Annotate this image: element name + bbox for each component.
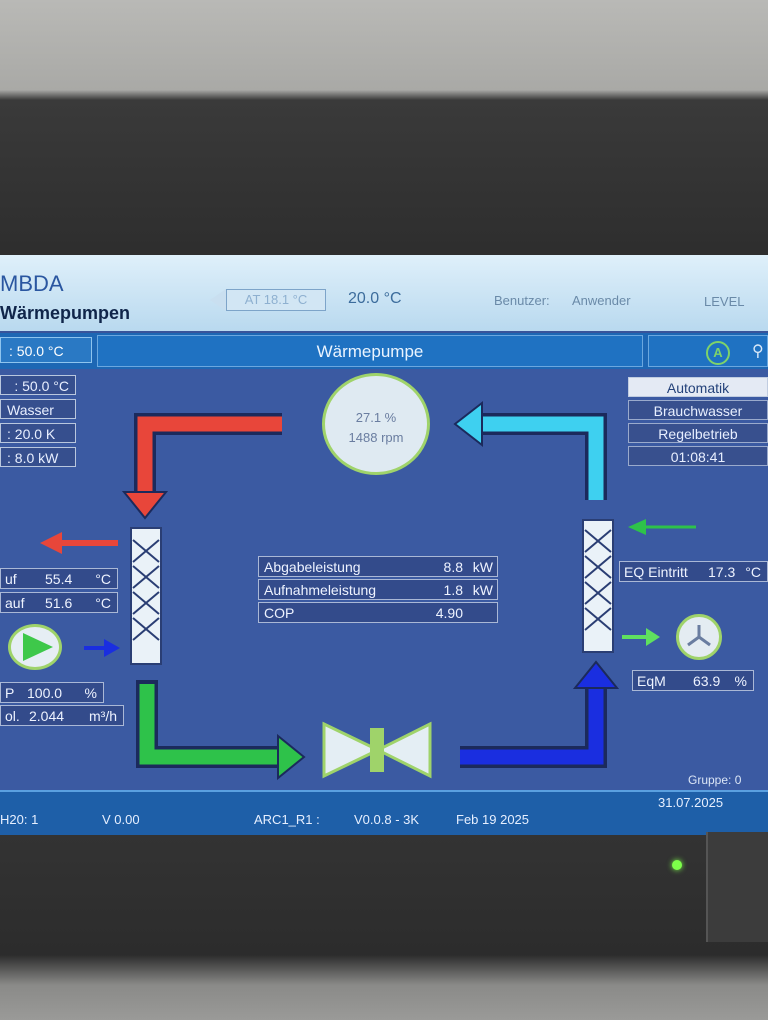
heat-out-arrow-head (40, 532, 62, 554)
row-value: 63.9 (693, 673, 721, 689)
row-unit: °C (95, 571, 111, 587)
fan-icon[interactable] (676, 614, 722, 660)
row-unit: m³/h (89, 708, 117, 724)
back-arrow-icon[interactable] (210, 289, 226, 311)
condenser-icon (130, 527, 162, 665)
suction-arrow-head (453, 400, 483, 448)
eq-inlet-row: EQ Eintritt 17.3 °C (619, 561, 768, 582)
expansion-valve-icon-right (374, 721, 432, 779)
outdoor-temp-box: AT 18.1 °C (226, 289, 326, 311)
footer-h20: H20: 1 (0, 812, 39, 827)
hot-gas-pipe (134, 413, 282, 492)
auto-mode-icon[interactable]: A (706, 341, 730, 365)
room-temperature: 20.0 °C (348, 290, 402, 307)
evaporator-icon (582, 519, 614, 653)
compressor-rpm: 1488 rpm (348, 430, 404, 445)
runtime-clock: 01:08:41 (628, 446, 768, 466)
row-value: 2.044 (29, 708, 65, 724)
row-value: 55.4 (45, 571, 73, 587)
hot-arrow-head (121, 491, 169, 520)
fan-blades-icon (687, 625, 711, 647)
row-value: 4.90 (435, 605, 463, 621)
page-title: Wärmepumpe (97, 335, 643, 367)
row-value: 51.6 (45, 595, 73, 611)
row-label: EqM (637, 673, 666, 689)
table-row: Aufnahmeleistung 1.8 kW (258, 579, 498, 600)
eqm-row: EqM 63.9 % (632, 670, 754, 691)
row-label: EQ Eintritt (624, 564, 688, 580)
evaporator-in-pipe (460, 688, 607, 768)
expansion-valve-icon (322, 721, 382, 779)
row-value: 17.3 (708, 564, 736, 580)
brand-logo: MBDA (0, 271, 64, 296)
left-status-row: Wasser (0, 399, 76, 419)
suction-pipe (482, 413, 607, 500)
device-bezel-top (0, 0, 768, 255)
source-out-arrow-head (646, 628, 660, 646)
row-value: 100.0 (27, 685, 63, 701)
compressor-icon[interactable]: 27.1 % 1488 rpm (322, 373, 430, 475)
row-unit: kW (472, 582, 493, 598)
row-label: Aufnahmeleistung (264, 582, 377, 598)
flow-temp-row: uf 55.4 °C (0, 568, 118, 589)
row-unit: % (734, 673, 747, 689)
mode-brauchwasser[interactable]: Brauchwasser (628, 400, 768, 420)
left-status-row: : 8.0 kW (0, 447, 76, 467)
row-label: uf (5, 571, 17, 587)
row-value: 1.8 (443, 582, 463, 598)
hot-gas-pipe-fill (137, 416, 282, 495)
volume-flow-row: ol. 2.044 m³/h (0, 705, 124, 726)
evaporator-arrow-head (572, 660, 620, 689)
source-in-arrow-head (628, 519, 646, 535)
footer-version: V0.0.8 - 3K (354, 812, 420, 827)
tap-icon[interactable]: ⚲ (752, 343, 764, 360)
row-unit: % (84, 685, 97, 701)
setpoint-field[interactable]: : 50.0 °C (0, 337, 92, 363)
liquid-pipe (136, 680, 278, 768)
user-value[interactable]: Anwender (572, 293, 631, 308)
circulation-pump-icon[interactable] (8, 624, 62, 670)
return-temp-row: auf 51.6 °C (0, 592, 118, 613)
row-label: P (5, 685, 15, 701)
footer-arc: ARC1_R1 : (254, 812, 320, 827)
table-row: COP 4.90 (258, 602, 498, 623)
return-in-arrow-head (104, 639, 120, 657)
power-led-icon (672, 860, 682, 870)
row-unit: kW (472, 559, 493, 575)
mode-automatik[interactable]: Automatik (628, 377, 768, 397)
valve-stem (370, 728, 384, 772)
liquid-arrow-head (277, 733, 306, 781)
row-label: Abgabeleistung (264, 559, 361, 575)
mode-regelbetrieb[interactable]: Regelbetrieb (628, 423, 768, 443)
row-label: COP (264, 605, 295, 621)
app-subtitle: Wärmepumpen (0, 303, 131, 323)
device-side-button[interactable] (706, 832, 768, 942)
level-label[interactable]: LEVEL (704, 294, 745, 309)
row-unit: °C (745, 564, 761, 580)
row-label: ol. (5, 708, 20, 724)
status-footer (0, 790, 768, 837)
user-label: Benutzer: (494, 293, 550, 308)
footer-date: 31.07.2025 (658, 795, 724, 810)
row-value: 8.8 (443, 559, 463, 575)
pump-speed-row: P 100.0 % (0, 682, 104, 703)
footer-build-date: Feb 19 2025 (456, 812, 530, 827)
left-status-row: : 50.0 °C (0, 375, 76, 395)
header-bar: MBDA Wärmepumpen AT 18.1 °C 20.0 °C Benu… (0, 255, 768, 331)
suction-pipe-fill (482, 416, 604, 500)
row-unit: °C (95, 595, 111, 611)
pump-triangle-icon (23, 633, 53, 661)
row-label: auf (5, 595, 25, 611)
compressor-percent: 27.1 % (355, 410, 397, 425)
table-row: Abgabeleistung 8.8 kW (258, 556, 498, 577)
left-status-row: : 20.0 K (0, 423, 76, 443)
device-bezel-bottom (0, 835, 768, 1020)
evaporator-in-pipe-fill (460, 686, 604, 765)
liquid-pipe-fill (139, 684, 280, 765)
group-label: Gruppe: 0 (688, 773, 742, 787)
footer-v: V 0.00 (102, 812, 140, 827)
